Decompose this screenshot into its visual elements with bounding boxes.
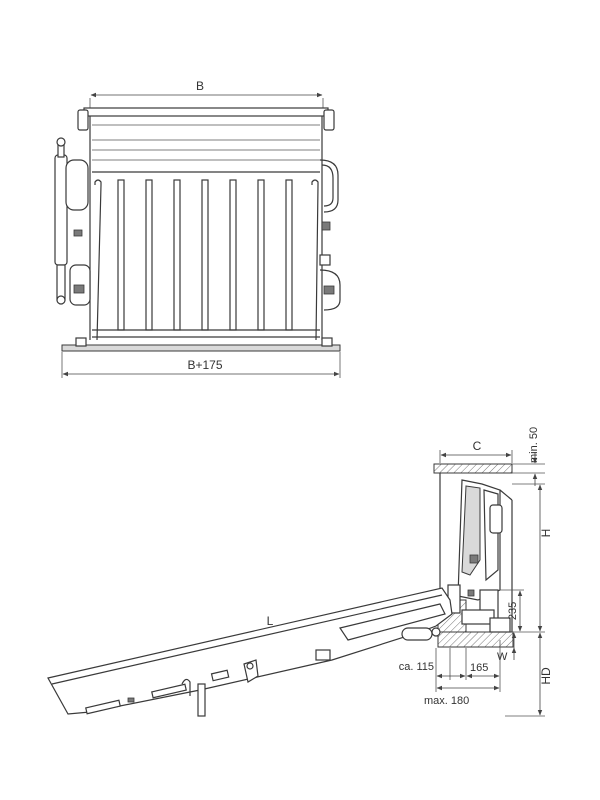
dimension-b: B: [89, 79, 324, 110]
dimension-l-label: L: [267, 614, 274, 628]
dimension-235: 235: [500, 589, 524, 632]
side-view: L C min. 50 H 235: [47, 427, 553, 717]
bottom-dimensions: ca. 115 165 max. 180: [399, 640, 501, 707]
ramp: [47, 587, 453, 717]
dimension-h: H: [512, 483, 553, 633]
dimension-hd-label: HD: [539, 667, 553, 685]
dimension-b-175: B+175: [61, 352, 341, 378]
stored-platform: [447, 479, 513, 633]
left-cylinder: [54, 137, 91, 306]
dimension-235-label: 235: [507, 602, 519, 620]
dimension-c: C: [439, 439, 513, 463]
dimension-115-label: ca. 115: [399, 661, 434, 673]
platform-top: [77, 107, 335, 340]
dimension-w: W: [497, 632, 517, 663]
dimension-h-label: H: [539, 529, 553, 538]
dimension-c-label: C: [473, 439, 482, 453]
dimension-min-50: min. 50: [512, 427, 545, 486]
platform-ribs: [92, 179, 320, 341]
base-plate: [61, 337, 341, 352]
dimension-b-label: B: [196, 79, 204, 93]
right-handles: [319, 159, 341, 311]
dimension-w-label: W: [497, 651, 508, 663]
dimension-b-175-label: B+175: [187, 358, 222, 372]
dimension-165-label: 165: [470, 662, 488, 674]
front-view: B: [54, 79, 341, 378]
dimension-min-50-label: min. 50: [528, 427, 540, 463]
dock-floor: [433, 463, 513, 600]
dimension-hd: HD: [505, 632, 553, 717]
dimension-180-label: max. 180: [424, 695, 469, 707]
